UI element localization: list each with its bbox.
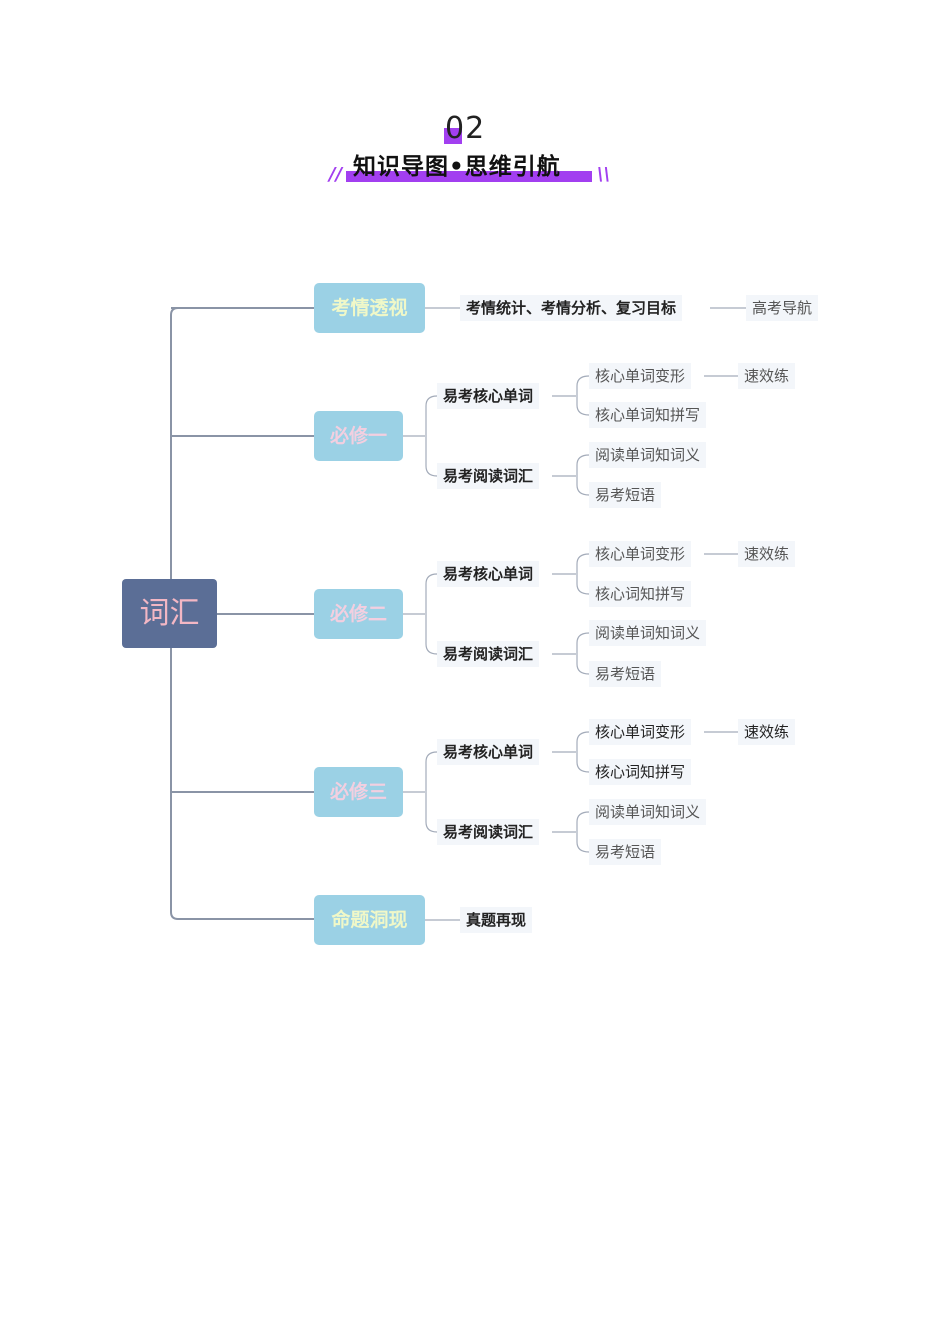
right-decoration: \\ (597, 164, 611, 185)
header-number-highlight (444, 128, 462, 144)
bixiu1-reading-item2: 易考短语 (589, 482, 662, 508)
bixiu3-core-item1-leaf: 速效练 (738, 719, 796, 745)
bixiu1-core-item1: 核心单词变形 (589, 363, 692, 389)
branch-bixiu3: 必修三 (314, 767, 403, 817)
bixiu2-reading: 易考阅读词汇 (437, 641, 540, 667)
root-node: 词汇 (122, 579, 217, 648)
left-decoration: // (329, 164, 343, 185)
bixiu1-core-item2: 核心单词知拼写 (589, 402, 707, 428)
header-title-highlight (346, 171, 592, 182)
bixiu1-reading-item1: 阅读单词知词义 (589, 442, 707, 468)
bixiu1-reading: 易考阅读词汇 (437, 463, 540, 489)
bixiu2-core-item1: 核心单词变形 (589, 541, 692, 567)
bixiu2-core-item1-leaf: 速效练 (738, 541, 796, 567)
bixiu3-reading: 易考阅读词汇 (437, 819, 540, 845)
bixiu3-reading-item2: 易考短语 (589, 839, 662, 865)
branch-kaoqing: 考情透视 (314, 283, 425, 333)
mingti-child: 真题再现 (460, 907, 533, 933)
section-number: 02 (445, 111, 486, 146)
bixiu3-reading-item1: 阅读单词知词义 (589, 799, 707, 825)
kaoqing-child: 考情统计、考情分析、复习目标 (460, 295, 683, 321)
branch-mingti: 命题洞现 (314, 895, 425, 945)
branch-bixiu1: 必修一 (314, 411, 403, 461)
bixiu2-reading-item2: 易考短语 (589, 661, 662, 687)
bixiu3-core-item2: 核心词知拼写 (589, 759, 692, 785)
bixiu2-reading-item1: 阅读单词知词义 (589, 620, 707, 646)
bixiu1-core-item1-leaf: 速效练 (738, 363, 796, 389)
bixiu3-core-item1: 核心单词变形 (589, 719, 692, 745)
bixiu2-core: 易考核心单词 (437, 561, 540, 587)
branch-bixiu2: 必修二 (314, 589, 403, 639)
kaoqing-leaf: 高考导航 (746, 295, 819, 321)
root-connectors (170, 307, 314, 920)
bixiu2-core-item2: 核心词知拼写 (589, 581, 692, 607)
bixiu1-core: 易考核心单词 (437, 383, 540, 409)
section-title: 知识导图•思维引航 (353, 154, 561, 180)
branch-connectors (403, 307, 746, 921)
bixiu3-core: 易考核心单词 (437, 739, 540, 765)
